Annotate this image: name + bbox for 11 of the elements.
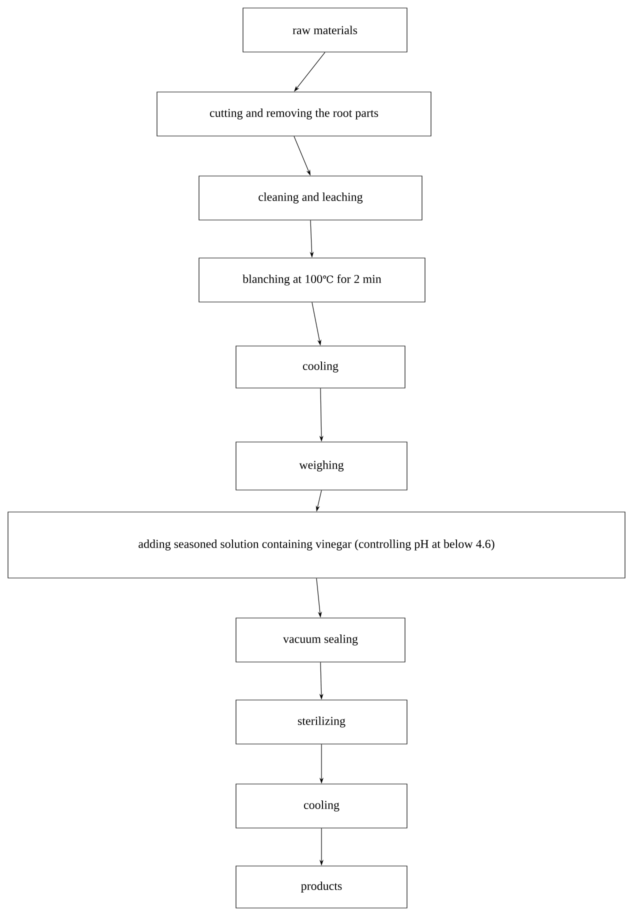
process-box: adding seasoned solution containing vinegar (controlling pH at below 4.6): [8, 512, 626, 578]
process-box: blanching at 100℃ for 2 min: [198, 258, 426, 302]
process-box: vacuum sealing: [236, 618, 406, 662]
process-box: cooling: [236, 784, 408, 828]
process-box: cutting and removing the root parts: [156, 92, 432, 136]
process-box: raw materials: [242, 8, 408, 52]
process-box: sterilizing: [236, 700, 408, 744]
process-box: cleaning and leaching: [198, 176, 422, 220]
process-box: products: [236, 866, 408, 908]
process-box: weighing: [236, 442, 408, 490]
process-box: cooling: [236, 346, 406, 388]
